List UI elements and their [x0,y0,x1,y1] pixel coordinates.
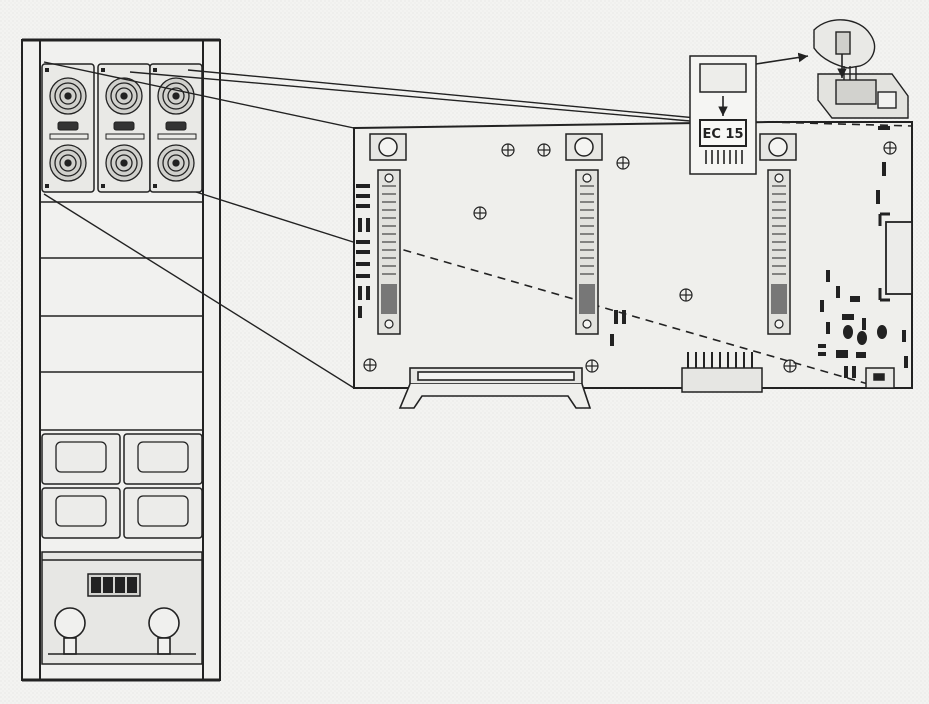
bottom-card-connector [398,367,592,409]
slot-ejector-hole [384,173,784,329]
mounting-hole [363,141,897,373]
capacitor-cluster [818,270,908,378]
resistor-array [356,126,890,346]
hand-insert-chip-detail [813,19,909,119]
pin-header-connector [681,352,763,393]
fan-tray-screw [45,68,157,188]
cable-loop [48,607,196,655]
slot-pin-array [381,284,787,314]
cabinet-shelf [40,201,203,431]
drawer-window [55,441,189,527]
circuit-board [353,121,913,389]
fan-tray-handle [49,121,197,140]
board-standoff [369,133,797,161]
detail-arrow [755,52,809,65]
callout-line [43,61,729,389]
power-jack [865,367,895,389]
terminal-block [91,577,137,593]
slot-pins [382,185,786,275]
fan-icon [49,77,195,182]
chip-label: EC 15 [702,127,743,142]
edge-connector [878,212,913,302]
chip-inset-card [689,55,757,175]
